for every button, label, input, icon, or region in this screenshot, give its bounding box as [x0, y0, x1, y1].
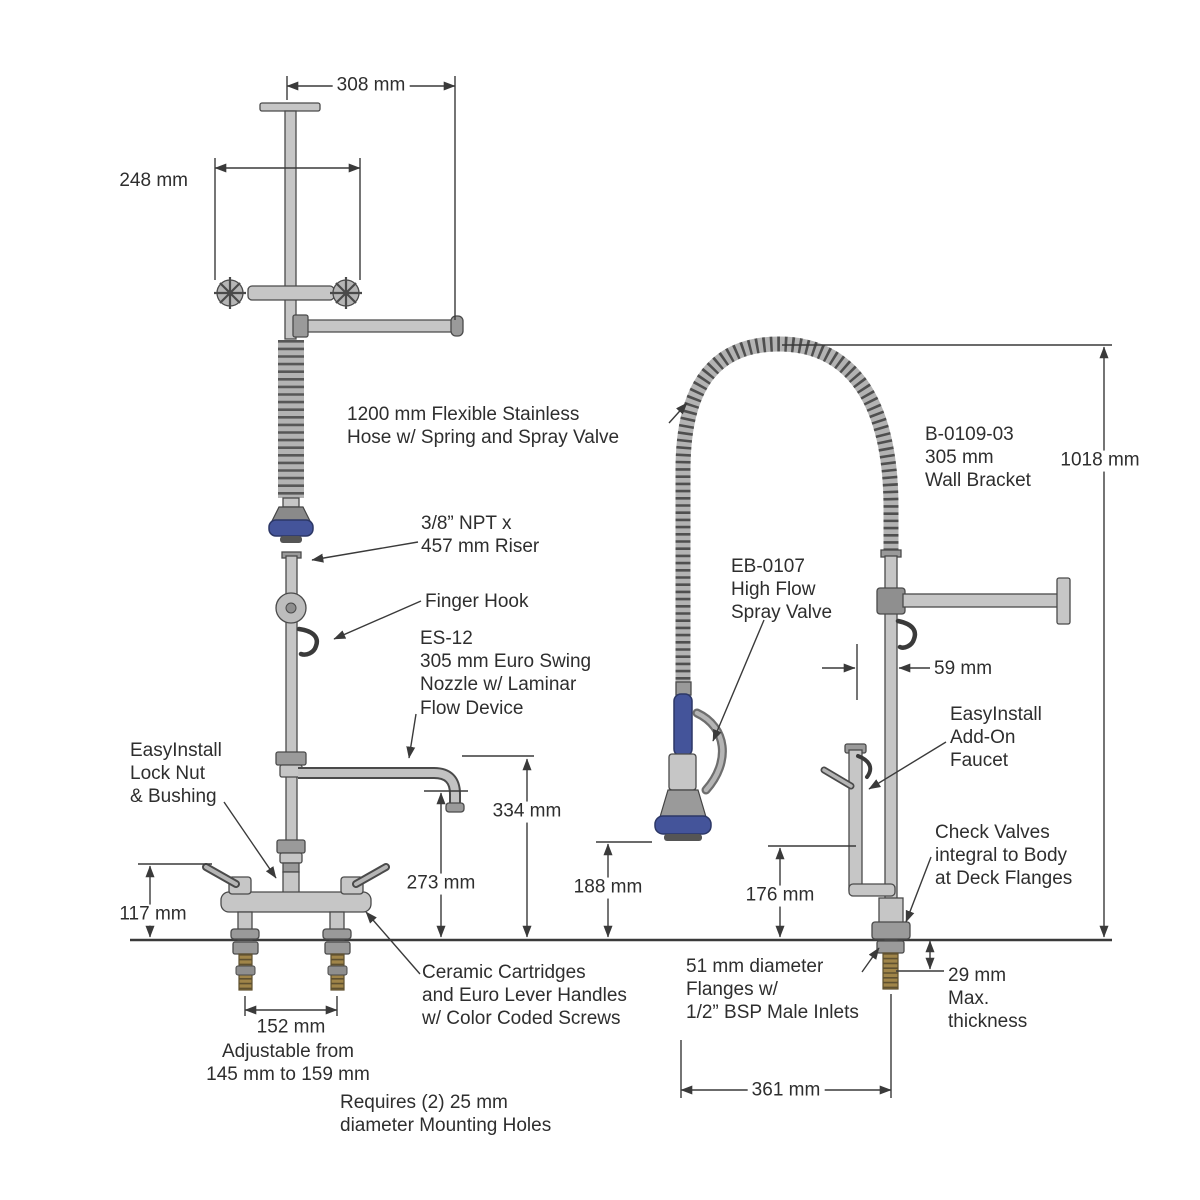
- dim-188mm: 188 mm: [569, 877, 647, 899]
- wall-bracket-plate: [1056, 577, 1071, 625]
- dim-273mm: 273 mm: [402, 873, 480, 895]
- label-inlet-flanges: 51 mm diameter Flanges w/ 1/2” BSP Male …: [686, 956, 859, 1024]
- label-mounting-holes: Requires (2) 25 mm diameter Mounting Hol…: [340, 1092, 552, 1137]
- dim-176mm: 176 mm: [741, 885, 819, 907]
- prerinse-unit-drawing: [654, 336, 1071, 990]
- label-ceramic-cartridges: Ceramic Cartridges and Euro Lever Handle…: [422, 962, 627, 1030]
- wall-bracket-bar: [902, 593, 1060, 608]
- dim-117mm: 117 mm: [115, 904, 191, 926]
- label-riser: 3/8” NPT x 457 mm Riser: [421, 513, 540, 558]
- spray-valve-grip: [673, 693, 693, 757]
- dim-361mm: 361 mm: [747, 1080, 825, 1102]
- label-flexible-hose: 1200 mm Flexible Stainless Hose w/ Sprin…: [347, 404, 620, 449]
- exploded-addon-unit-drawing: [214, 102, 464, 543]
- top-dimension-lines: [214, 76, 456, 320]
- label-finger-hook: Finger Hook: [425, 591, 529, 612]
- label-check-valves: Check Valves integral to Body at Deck Fl…: [935, 822, 1073, 890]
- dim-59mm: 59 mm: [934, 658, 993, 679]
- finger-hook-shape: [296, 626, 319, 657]
- dim-308mm: 308 mm: [332, 75, 410, 97]
- spray-valve-lever: [692, 708, 727, 795]
- dim-248mm: 248 mm: [119, 170, 188, 191]
- label-euro-swing-nozzle: ES-12 305 mm Euro Swing Nozzle w/ Lamina…: [420, 628, 592, 719]
- flexible-hose-coil: [675, 336, 899, 694]
- label-max-thickness: 29 mm Max. thickness: [948, 965, 1028, 1033]
- dim-152mm: 152 mm: [252, 1017, 330, 1039]
- left-dimension-lines: [138, 541, 534, 1016]
- label-addon-faucet: EasyInstall Add-On Faucet: [950, 704, 1042, 772]
- deck-faucet-drawing: [202, 551, 465, 991]
- label-high-flow-spray-valve: EB-0107 High Flow Spray Valve: [731, 556, 833, 624]
- dim-334mm: 334 mm: [488, 801, 566, 823]
- label-wall-bracket: B-0109-03 305 mm Wall Bracket: [925, 424, 1031, 492]
- spray-head: [268, 519, 314, 537]
- spray-valve-face: [654, 815, 712, 835]
- label-lock-nut-bushing: EasyInstall Lock Nut & Bushing: [130, 740, 222, 808]
- label-adjustable-range: Adjustable from 145 mm to 159 mm: [206, 1041, 370, 1086]
- addon-faucet-body: [848, 749, 863, 891]
- deck-flange: [871, 921, 911, 940]
- dim-1018mm: 1018 mm: [1056, 450, 1144, 472]
- swing-nozzle-shape: [298, 767, 461, 803]
